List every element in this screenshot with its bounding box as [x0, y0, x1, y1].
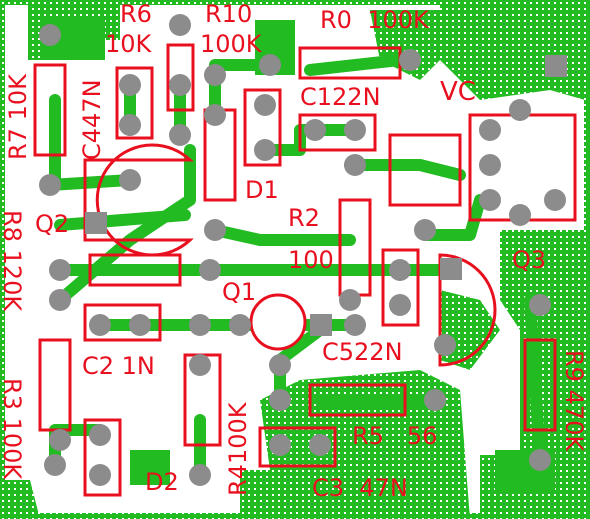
d1-outline [243, 88, 282, 167]
r7-outline [33, 63, 67, 157]
q-box-outline [388, 133, 462, 207]
label-d1: D1 [245, 176, 279, 204]
label-c2: C2 1N [82, 352, 155, 380]
label-r4: R4100K [224, 401, 252, 496]
label-vc: VC [440, 77, 476, 107]
r8-outline [88, 253, 182, 287]
label-q3: Q3 [512, 246, 546, 274]
label-r0: R0 100K [320, 6, 430, 34]
label-r2: R2 [288, 204, 320, 232]
label-c4: C447N [78, 79, 106, 160]
c3-outline [258, 426, 337, 468]
r2-outline [338, 198, 372, 297]
silkscreen-outlines [33, 43, 577, 497]
silkscreen-labels: R6 10K R10 100K R0 100K R7 10K C447N C12… [0, 0, 588, 502]
r6-outline [115, 66, 154, 140]
q1-outline [249, 293, 307, 351]
label-c5: C522N [322, 338, 403, 366]
label-r7: R7 10K [4, 73, 32, 160]
label-q2: Q2 [35, 210, 69, 238]
label-r8: R8 120K [0, 210, 26, 312]
c5-outline [381, 248, 420, 327]
label-r10: R10 [205, 0, 252, 28]
label-r5: R5 56 [352, 422, 437, 450]
d2-outline [83, 418, 122, 497]
copper-blocks [40, 20, 555, 490]
label-r9: R9 470K [560, 350, 588, 452]
label-r2-value: 100 [288, 246, 334, 274]
label-r10-value: 100K [200, 30, 263, 58]
label-c1: C122N [300, 83, 381, 111]
label-r6: R6 [120, 0, 152, 28]
label-c3: C3 47N [312, 474, 408, 502]
label-q1: Q1 [222, 278, 256, 306]
q3b-outline [438, 253, 497, 367]
c1-outline [298, 113, 377, 152]
r5-outline [308, 383, 407, 417]
r9-outline [523, 338, 557, 432]
label-d2: D2 [145, 468, 179, 496]
label-r3: R3 100K [0, 378, 26, 480]
pads [39, 14, 567, 486]
r3-outline [38, 338, 72, 432]
label-r6-value: 10K [105, 30, 153, 58]
q2-outline [83, 143, 194, 257]
c2-outline [83, 303, 162, 342]
r10-outline [166, 43, 195, 112]
